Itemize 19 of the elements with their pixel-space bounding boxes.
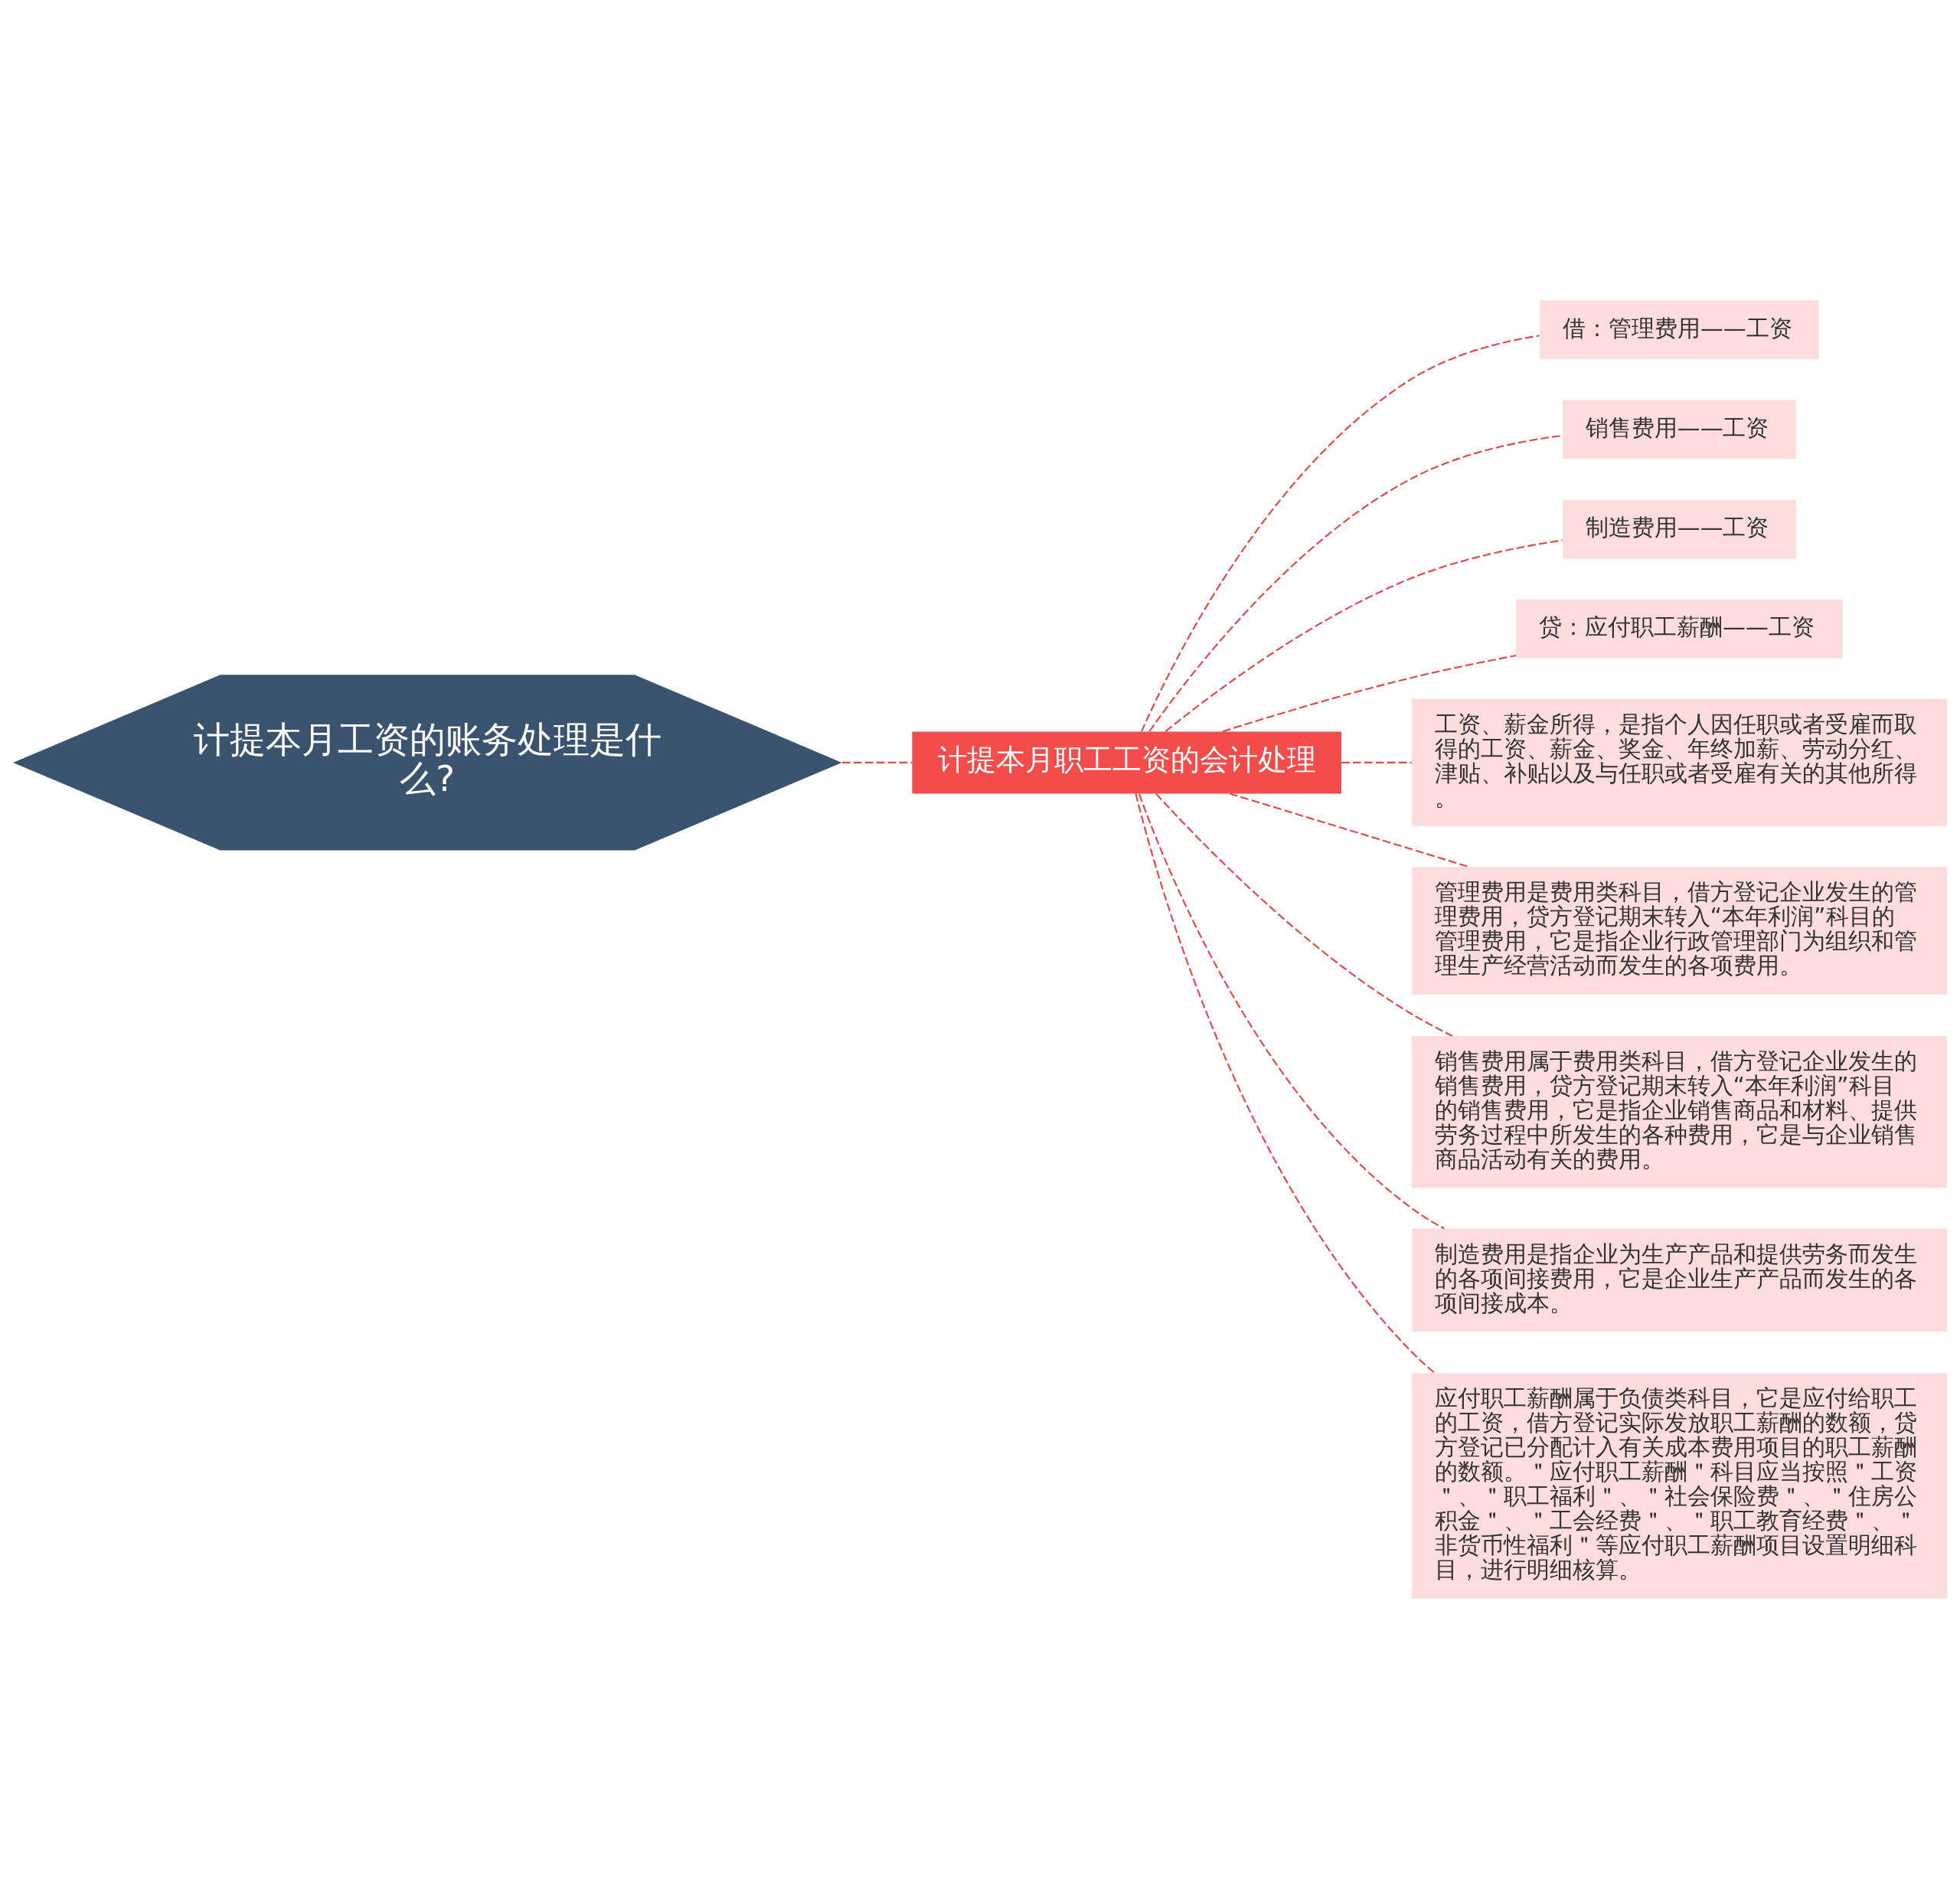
node-box: 应付职工薪酬属于负债类科目，它是应付给职工的工资，借方登记实际发放职工薪酬的数额，贷方登记已分配计入有关成本费用项目的职工薪酬的数额。＂应付职工薪酬＂科目应当按照＂工资＂、＂职工福利＂、＂社会保险费＂、＂住房公积金＂、＂工会经费＂、＂职工教育经费＂、＂非货币性福利＂等应付职工薪酬项目设置明细科目，进行明细核算。 xyxy=(1411,1373,1948,1599)
connector xyxy=(1140,335,1540,732)
node-box: 计提本月职工工资的会计处理 xyxy=(912,731,1342,794)
node-box: 销售费用属于费用类科目，借方登记企业发生的销售费用，贷方登记期末转入“本年利润”科目的销售费用，它是指企业销售商品和材料、提供劳务过程中所发生的各种费用，它是与企业销售商品活动有关的费用。 xyxy=(1411,1036,1948,1188)
connector xyxy=(1148,434,1563,732)
node-box: 借：管理费用——工资 xyxy=(1540,300,1819,360)
connector xyxy=(1135,793,1436,1374)
connector xyxy=(1222,655,1517,733)
node-box: 工资、薪金所得，是指个人因任职或者受雇而取得的工资、薪金、奖金、年终加薪、劳动分红、津贴、补贴以及与任职或者受雇有关的其他所得。 xyxy=(1411,698,1948,827)
connector xyxy=(1138,793,1445,1230)
node-box: 管理费用是费用类科目，借方登记企业发生的管理费用，贷方登记期末转入“本年利润”科目的管理费用，它是指企业行政管理部门为组织和管理生产经营活动而发生的各项费用。 xyxy=(1411,867,1948,995)
node-box: 贷：应付职工薪酬——工资 xyxy=(1516,599,1843,659)
connector xyxy=(1165,539,1563,732)
node-box: 销售费用——工资 xyxy=(1563,400,1796,459)
node-box: 制造费用——工资 xyxy=(1563,499,1796,559)
connector xyxy=(1155,793,1453,1037)
connector xyxy=(841,761,913,763)
connector xyxy=(1341,761,1412,763)
node-box: 制造费用是指企业为生产产品和提供劳务而发生的各项间接费用，它是企业生产产品而发生的各项间接成本。 xyxy=(1411,1228,1948,1332)
